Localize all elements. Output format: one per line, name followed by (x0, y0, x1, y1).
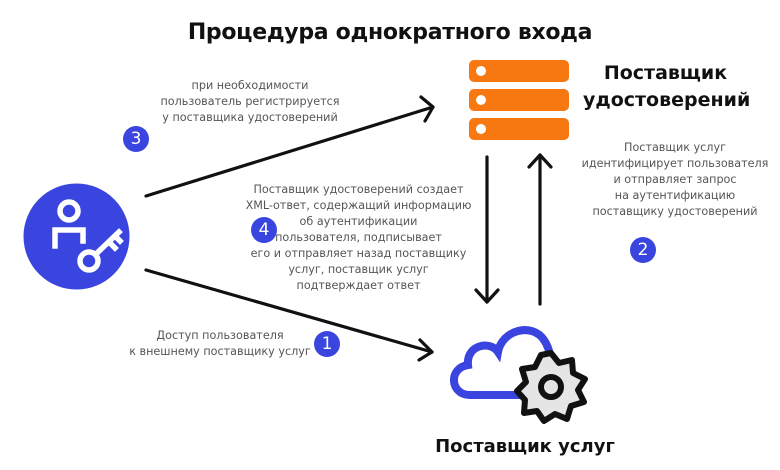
arrow-user-to-identity-provider (144, 95, 435, 198)
server-unit (469, 118, 569, 140)
server-stack-icon (469, 60, 569, 140)
server-unit (469, 89, 569, 111)
step-1-description: Доступ пользователя к внешнему поставщик… (129, 329, 311, 358)
step-2-badge: 2 (630, 237, 656, 263)
identity-provider-label: Поставщик удостоверений (583, 62, 751, 111)
step-2-description: Поставщик услуг идентифицирует пользоват… (581, 141, 769, 218)
service-provider-label: Поставщик услуг (435, 436, 615, 457)
gear-icon (514, 350, 588, 424)
user-key-icon (23, 183, 130, 290)
arrow-user-to-service-provider (144, 268, 434, 362)
step-3-badge: 3 (123, 126, 149, 152)
step-1-badge: 1 (314, 331, 340, 357)
arrow-identity-to-service-down (474, 155, 500, 304)
server-unit (469, 60, 569, 82)
cloud-icon (450, 326, 555, 399)
step-3-description: при необходимости пользователь регистрир… (160, 79, 340, 124)
step-4-description: Поставщик удостоверений создает XML-отве… (245, 183, 472, 292)
diagram-title: Процедура однократного входа (187, 20, 593, 45)
step-4-badge: 4 (251, 217, 277, 243)
cloud-gear-icon (450, 326, 588, 424)
arrow-service-to-identity-up (527, 153, 553, 306)
